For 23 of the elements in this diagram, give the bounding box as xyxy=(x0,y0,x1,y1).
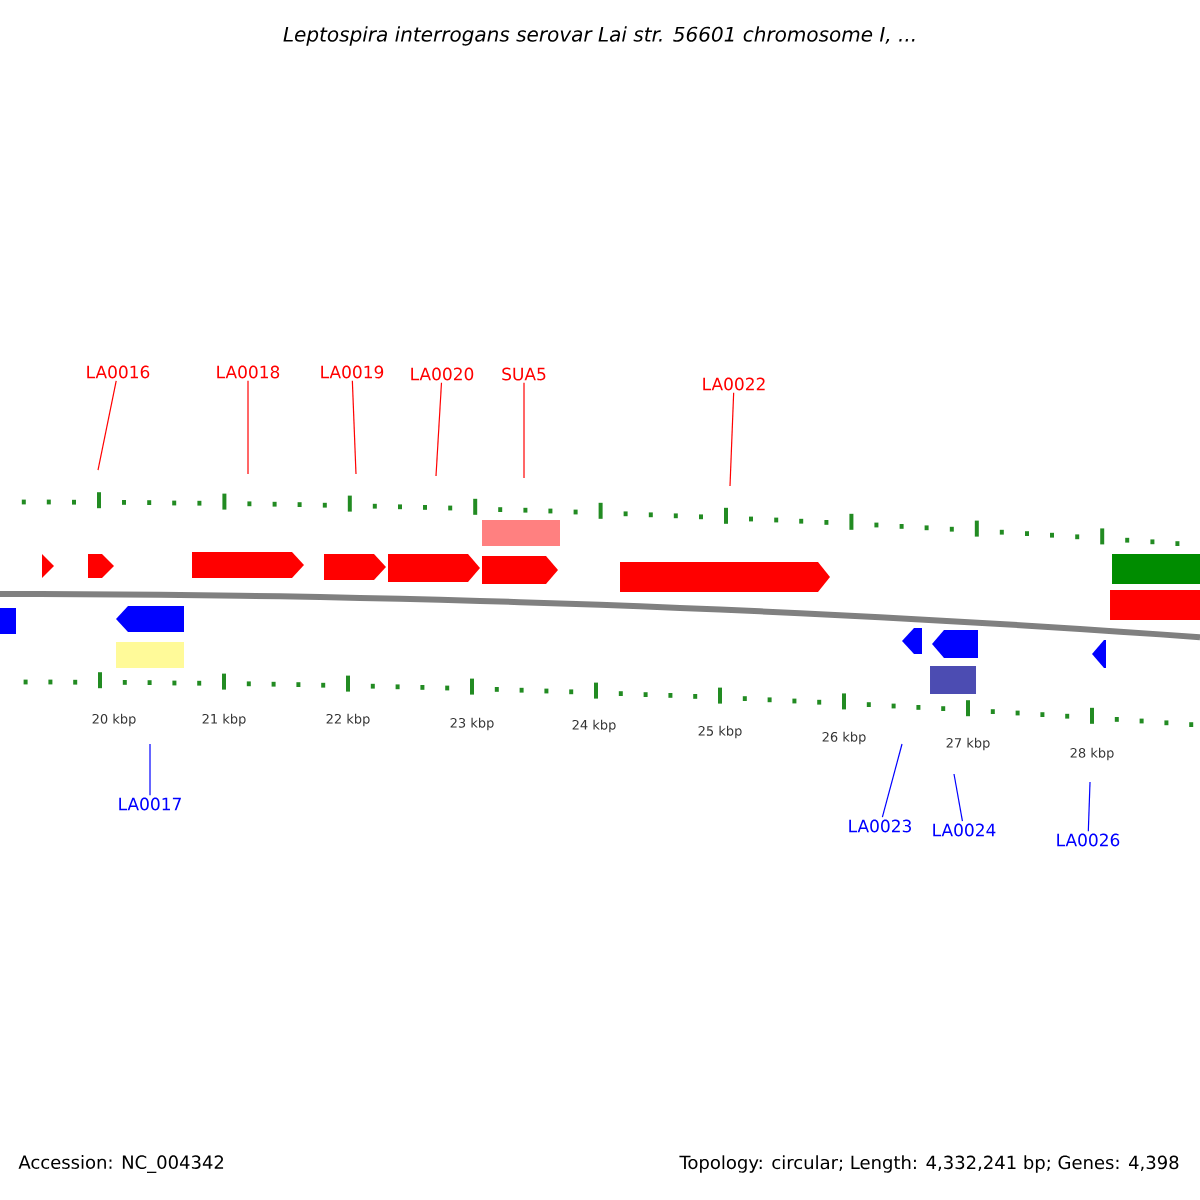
leader-line xyxy=(149,743,151,796)
gene-label: LA0020 xyxy=(411,367,474,381)
leader-line xyxy=(729,392,735,487)
leader-line xyxy=(435,382,443,477)
footer-text: Accession: NC_004342 xyxy=(18,1155,224,1173)
leader-line xyxy=(523,382,525,479)
gene-label: LA0026 xyxy=(1057,833,1120,847)
gene-label: LA0016 xyxy=(87,365,150,379)
gene-label: LA0024 xyxy=(933,823,996,837)
gene-label: LA0022 xyxy=(703,377,765,391)
leader-line xyxy=(247,380,249,475)
leader-line xyxy=(1087,781,1091,832)
gene-label: LA0019 xyxy=(321,365,384,379)
gene-label: SUA5 xyxy=(502,367,546,381)
leader-line xyxy=(97,380,117,471)
leader-line xyxy=(953,773,964,822)
gene-label: LA0018 xyxy=(217,365,280,379)
gene-label: LA0023 xyxy=(849,819,911,833)
title: Leptospira interrogans serovar Lai str. 56601 chromosome I, ... xyxy=(283,26,915,46)
gene-label: LA0017 xyxy=(119,797,181,811)
footer-text: Topology: circular; Length: 4,332,241 bp; Genes: 4,398 xyxy=(679,1155,1179,1173)
leader-line xyxy=(881,743,903,818)
leader-line xyxy=(351,380,357,475)
